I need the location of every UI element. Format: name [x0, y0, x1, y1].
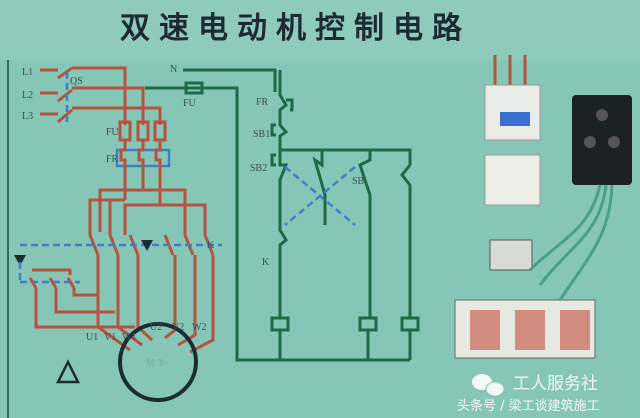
delta-symbol: [55, 359, 81, 384]
control-fuse: [184, 81, 204, 95]
label-u1: U1: [86, 332, 98, 343]
label-l3: L3: [22, 111, 33, 122]
label-u2: U2: [150, 322, 162, 333]
label-n: N: [170, 64, 177, 75]
label-qs: QS: [70, 76, 83, 87]
control-circuit: [145, 68, 420, 362]
label-v1: V1: [104, 332, 116, 343]
title-strip: [0, 0, 640, 60]
label-w1: W1: [122, 332, 136, 343]
watermark-byline: 头条号 / 梁工谈建筑施工: [457, 398, 600, 414]
push-button-box: [572, 95, 632, 185]
label-w2: W2: [192, 322, 206, 333]
components-photo: [454, 55, 632, 359]
label-fr-control: FR: [256, 97, 269, 108]
label-l2: L2: [22, 90, 33, 101]
label-l1: L1: [22, 67, 33, 78]
label-sb1: SB1: [253, 129, 270, 140]
watermark-brand: 工人服务社: [513, 374, 598, 394]
watermark: 工人服务社 头条号 / 梁工谈建筑施工: [457, 374, 600, 414]
label-fu-main: FU: [106, 127, 120, 138]
diagram-title: 双速电动机控制电路: [120, 11, 471, 46]
wechat-icon: [472, 374, 505, 397]
power-circuit: [14, 66, 222, 402]
fuse-holders: [484, 154, 541, 206]
label-sb2: SB2: [250, 163, 267, 174]
label-k: K: [262, 257, 270, 268]
motor: [118, 322, 198, 402]
label-motor: M 3~: [146, 358, 168, 369]
label-sb: SB: [352, 176, 365, 187]
label-v2: V2: [172, 322, 184, 333]
label-fr-main: FR: [106, 154, 119, 165]
labels: L1 L2 L3 QS N FU FU FR FR SB1 SB2 SB K K…: [22, 64, 365, 369]
label-fu-control: FU: [183, 98, 197, 109]
thermal-relay: [489, 239, 533, 271]
label-ky: K: [207, 240, 215, 251]
